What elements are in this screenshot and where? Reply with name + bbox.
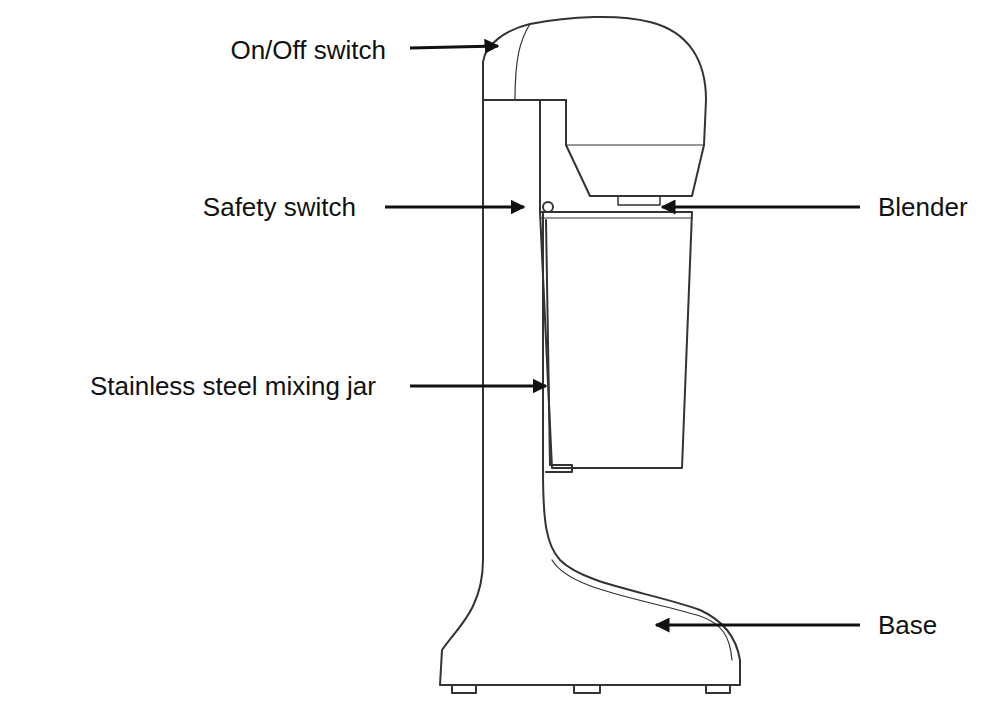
base-contour [552, 560, 732, 660]
jar-holder [546, 220, 572, 472]
head-underside [483, 99, 566, 101]
part-label: Blender [878, 192, 968, 222]
mixer-body [440, 100, 740, 685]
foot [574, 685, 600, 693]
leader-arrow [656, 624, 860, 627]
part-label: On/Off switch [230, 35, 386, 65]
blender-spindle [618, 196, 660, 205]
part-label: Base [878, 610, 937, 640]
part-label: Safety switch [203, 192, 356, 222]
safety-switch [543, 202, 553, 212]
foot [706, 685, 730, 693]
leader-arrow [410, 385, 546, 388]
jar-rim [540, 217, 692, 218]
leader-arrow [410, 46, 498, 48]
foot [452, 685, 476, 693]
leader-arrow [385, 206, 524, 209]
motor-head [483, 17, 706, 196]
part-label: Stainless steel mixing jar [90, 371, 376, 401]
mixing-jar [540, 212, 692, 468]
head-band [566, 144, 704, 145]
head-seam [515, 24, 530, 100]
column-neck [539, 100, 541, 212]
leader-arrow [662, 206, 860, 209]
